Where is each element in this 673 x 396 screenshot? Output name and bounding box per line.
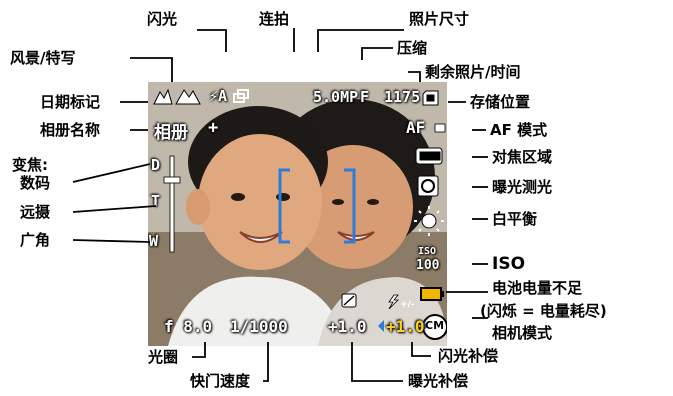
shutter-value: 1/1000	[230, 317, 288, 336]
battery-icon	[420, 287, 444, 301]
photo-size-indicator: 5.0MP	[313, 88, 359, 106]
svg-text:+/-: +/-	[400, 300, 415, 310]
label-remaining: 剩余照片/时间	[425, 63, 521, 81]
flash-comp-value: +1.0	[386, 317, 425, 336]
label-flash-comp: 闪光补偿	[438, 347, 499, 365]
landscape-icon	[175, 89, 201, 105]
label-battery-low: 电池电量不足	[492, 279, 583, 297]
exposure-comp-icon	[341, 293, 357, 308]
album-plus: +	[208, 118, 219, 138]
af-mode-text: AF	[406, 118, 426, 137]
label-flash: 闪光	[147, 10, 178, 28]
label-af-mode: AF 模式	[490, 121, 548, 139]
focus-zone-icon	[415, 147, 443, 165]
zoom-tele-mark: T	[151, 192, 161, 210]
metering-icon	[417, 175, 439, 197]
label-metering: 曝光测光	[492, 178, 553, 196]
date-stamp-icon	[153, 88, 173, 105]
label-focus-zone: 对焦区域	[492, 148, 553, 166]
label-battery-note: (闪烁 = 电量耗尽)	[480, 302, 607, 320]
aperture-value: f 8.0	[164, 317, 213, 336]
label-photo-size: 照片尺寸	[409, 10, 470, 28]
iso-label: ISO	[418, 246, 437, 257]
camera-mode-text: CM	[425, 319, 445, 332]
album-name-indicator: 相册	[154, 123, 188, 143]
flash-comp-icon: +/-	[388, 294, 415, 310]
label-burst: 连拍	[259, 10, 290, 28]
label-aperture: 光圈	[148, 348, 179, 366]
focus-brackets	[278, 168, 356, 244]
camera-lcd-photo: +/- ⚡A 5.0MP F 1175 相册 + AF D T W ISO 10…	[148, 82, 447, 346]
white-balance-icon	[414, 206, 444, 236]
label-date-stamp: 日期标记	[40, 93, 101, 111]
label-iso: ISO	[492, 254, 526, 274]
storage-icon	[422, 90, 439, 106]
iso-value: 100	[416, 258, 440, 273]
label-zoom-wide: 广角	[20, 231, 51, 249]
label-album-name: 相册名称	[40, 121, 101, 139]
burst-icon	[233, 89, 249, 103]
label-exposure-comp: 曝光补偿	[408, 372, 469, 390]
label-zoom-digital: 数码	[20, 174, 51, 192]
label-compression: 压缩	[397, 39, 428, 57]
label-camera-mode: 相机模式	[492, 324, 553, 342]
label-zoom-title: 变焦:	[12, 156, 48, 174]
children-photo	[148, 82, 447, 346]
zoom-wide-mark: W	[149, 232, 159, 250]
label-storage: 存储位置	[470, 93, 531, 111]
compression-indicator: F	[360, 88, 370, 106]
zoom-bar	[163, 155, 181, 253]
label-landscape-macro: 风景/特写	[10, 49, 76, 67]
label-zoom-tele: 远摄	[20, 203, 51, 221]
label-white-balance: 白平衡	[492, 210, 538, 228]
overlay-icons: +/-	[153, 88, 447, 340]
exposure-comp-value: +1.0	[328, 317, 367, 336]
flash-comp-arrows	[378, 320, 428, 332]
label-shutter: 快门速度	[190, 372, 251, 390]
flash-mode-indicator: ⚡A	[209, 87, 228, 105]
remaining-count: 1175	[384, 88, 421, 106]
af-mode-icon	[434, 123, 446, 133]
zoom-digital-mark: D	[151, 156, 161, 174]
